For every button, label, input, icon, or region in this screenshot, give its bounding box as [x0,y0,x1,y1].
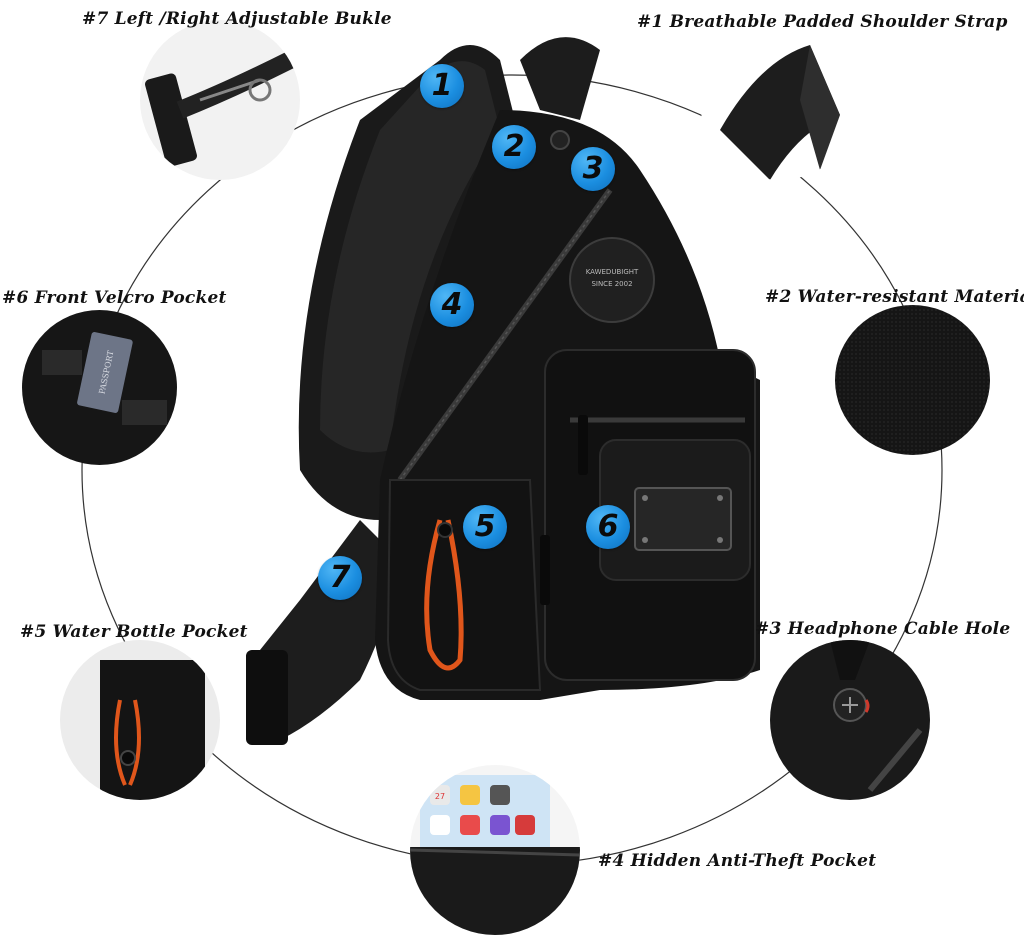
patch-since-text: SINCE 2002 [591,280,632,288]
bottle-pocket-detail-image [60,640,220,800]
headphone-hole-detail-image [770,640,930,800]
feature-label-1: #1 Breathable Padded Shoulder Strap [637,12,1008,32]
badge-7: 7 [318,556,362,600]
badge-3: 3 [571,147,615,191]
feature-label-2: #2 Water-resistant Material [765,287,1024,307]
shoulder-strap-detail-image [700,20,860,180]
feature-label-3: #3 Headphone Cable Hole [755,619,1011,639]
feature-label-4: #4 Hidden Anti-Theft Pocket [598,851,877,871]
feature-label-6: #6 Front Velcro Pocket [2,288,227,308]
badge-4: 4 [430,283,474,327]
feature-label-5: #5 Water Bottle Pocket [20,622,248,642]
badge-1: 1 [420,64,464,108]
badge-5: 5 [463,505,507,549]
patch-brand-text: KAWEDUBIGHT [586,268,639,276]
badge-6: 6 [586,505,630,549]
feature-label-7: #7 Left /Right Adjustable Bukle [82,9,392,29]
anti-theft-pocket-detail-image: 27 [410,765,580,935]
phone-calendar-date: 27 [435,792,445,801]
buckle-detail-image [140,20,300,180]
badge-2: 2 [492,125,536,169]
water-resistant-detail-image [835,305,990,455]
velcro-pocket-detail-image: PASSPORT [22,310,177,465]
